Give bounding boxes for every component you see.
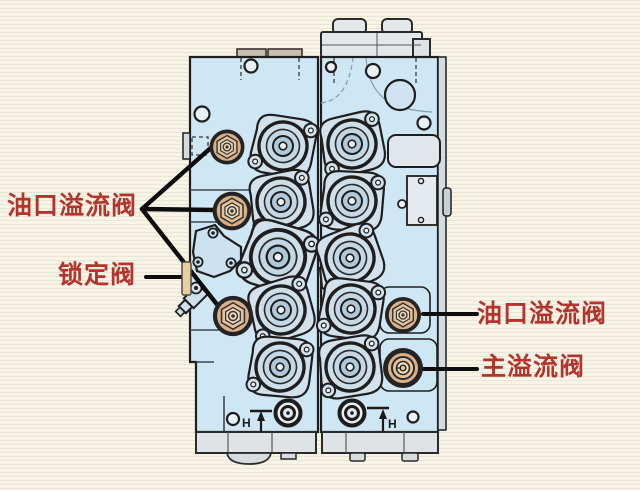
- right-side-face: [437, 56, 447, 431]
- name-plate: [406, 175, 438, 226]
- leader-left-port-relief-2: [139, 206, 219, 213]
- bolt-hole: [364, 62, 382, 80]
- port-relief-valve-left-3: [212, 295, 254, 337]
- plate-screw: [417, 216, 425, 224]
- flow-arrowhead: [257, 411, 265, 421]
- spool-cap: [243, 331, 317, 403]
- spool-cap: [314, 107, 390, 181]
- lock-valve-tab: [181, 261, 192, 296]
- bolt-hole: [397, 199, 407, 209]
- cover-plate: [387, 134, 441, 168]
- flow-arrowhead: [379, 409, 387, 419]
- right-base-plate: [321, 431, 439, 462]
- left-top-cap: [236, 48, 267, 58]
- label-port-relief-valve-right: 油口溢流阀: [477, 301, 608, 328]
- port-relief-valve-left-1: [208, 128, 246, 166]
- drain-port: [225, 411, 241, 427]
- main-relief-valve: [383, 348, 423, 388]
- right-top-cap: [320, 18, 431, 58]
- bottom-port-cap: [273, 398, 303, 428]
- hidden-lines: [333, 58, 417, 84]
- drain-port: [406, 410, 420, 424]
- face-contour: [320, 57, 354, 104]
- leader-left-port-relief-3: [139, 206, 222, 310]
- annotation-leader-lines: [139, 142, 479, 371]
- bolt-hole: [243, 58, 259, 74]
- right-valve-section: H: [309, 18, 452, 462]
- spool-cap: [314, 332, 386, 402]
- label-port-relief-valves-left: 油口溢流阀: [7, 193, 138, 220]
- label-lock-valve: 锁定阀: [58, 262, 137, 289]
- bolt-hole: [416, 115, 432, 131]
- spool-cap: [316, 166, 388, 236]
- bolt-hole: [193, 105, 211, 123]
- left-top-cap: [267, 48, 303, 58]
- bolt-hole: [324, 60, 338, 74]
- spool-cap: [313, 272, 389, 346]
- plate-screw: [417, 177, 425, 185]
- port-marking-left: H: [242, 416, 251, 430]
- port-relief-valve-right: [384, 296, 422, 334]
- side-tab: [442, 187, 452, 217]
- label-main-relief-valve: 主溢流阀: [481, 354, 586, 381]
- gauge-port: [383, 78, 417, 112]
- left-valve-section: H: [174, 48, 325, 465]
- port-relief-valve-left-2: [211, 190, 253, 232]
- bottom-port-cap: [337, 398, 367, 428]
- port-marking-right: H: [388, 417, 397, 431]
- left-base-plate: [195, 431, 317, 465]
- leader-left-port-relief-1: [139, 142, 217, 212]
- left-edge-boss: [182, 132, 191, 160]
